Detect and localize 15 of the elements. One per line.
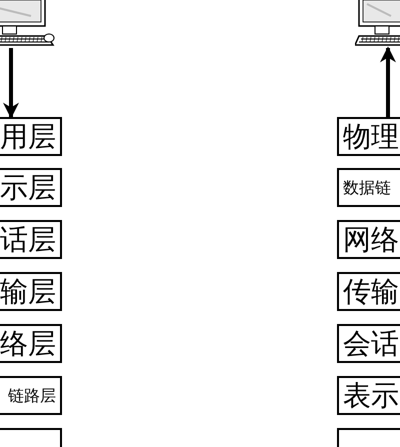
layer-box: 输层 xyxy=(0,272,62,311)
layer-box: 用层 xyxy=(0,117,62,156)
arrow xyxy=(3,48,19,119)
layer-box: 网络 xyxy=(337,220,400,259)
layer-box: 数据链 xyxy=(337,168,400,207)
layer-box: 示层 xyxy=(0,168,62,207)
layer-box: 话层 xyxy=(0,220,62,259)
layer-box: 会话 xyxy=(337,324,400,363)
layer-box: 络层 xyxy=(0,324,62,363)
layer-box: 物理 xyxy=(337,117,400,156)
layer-box: 链路层 xyxy=(0,376,62,415)
arrow xyxy=(380,46,396,117)
layer-box: 表示 xyxy=(337,376,400,415)
layer-box: 传输 xyxy=(337,272,400,311)
computer-drawing xyxy=(355,0,400,48)
